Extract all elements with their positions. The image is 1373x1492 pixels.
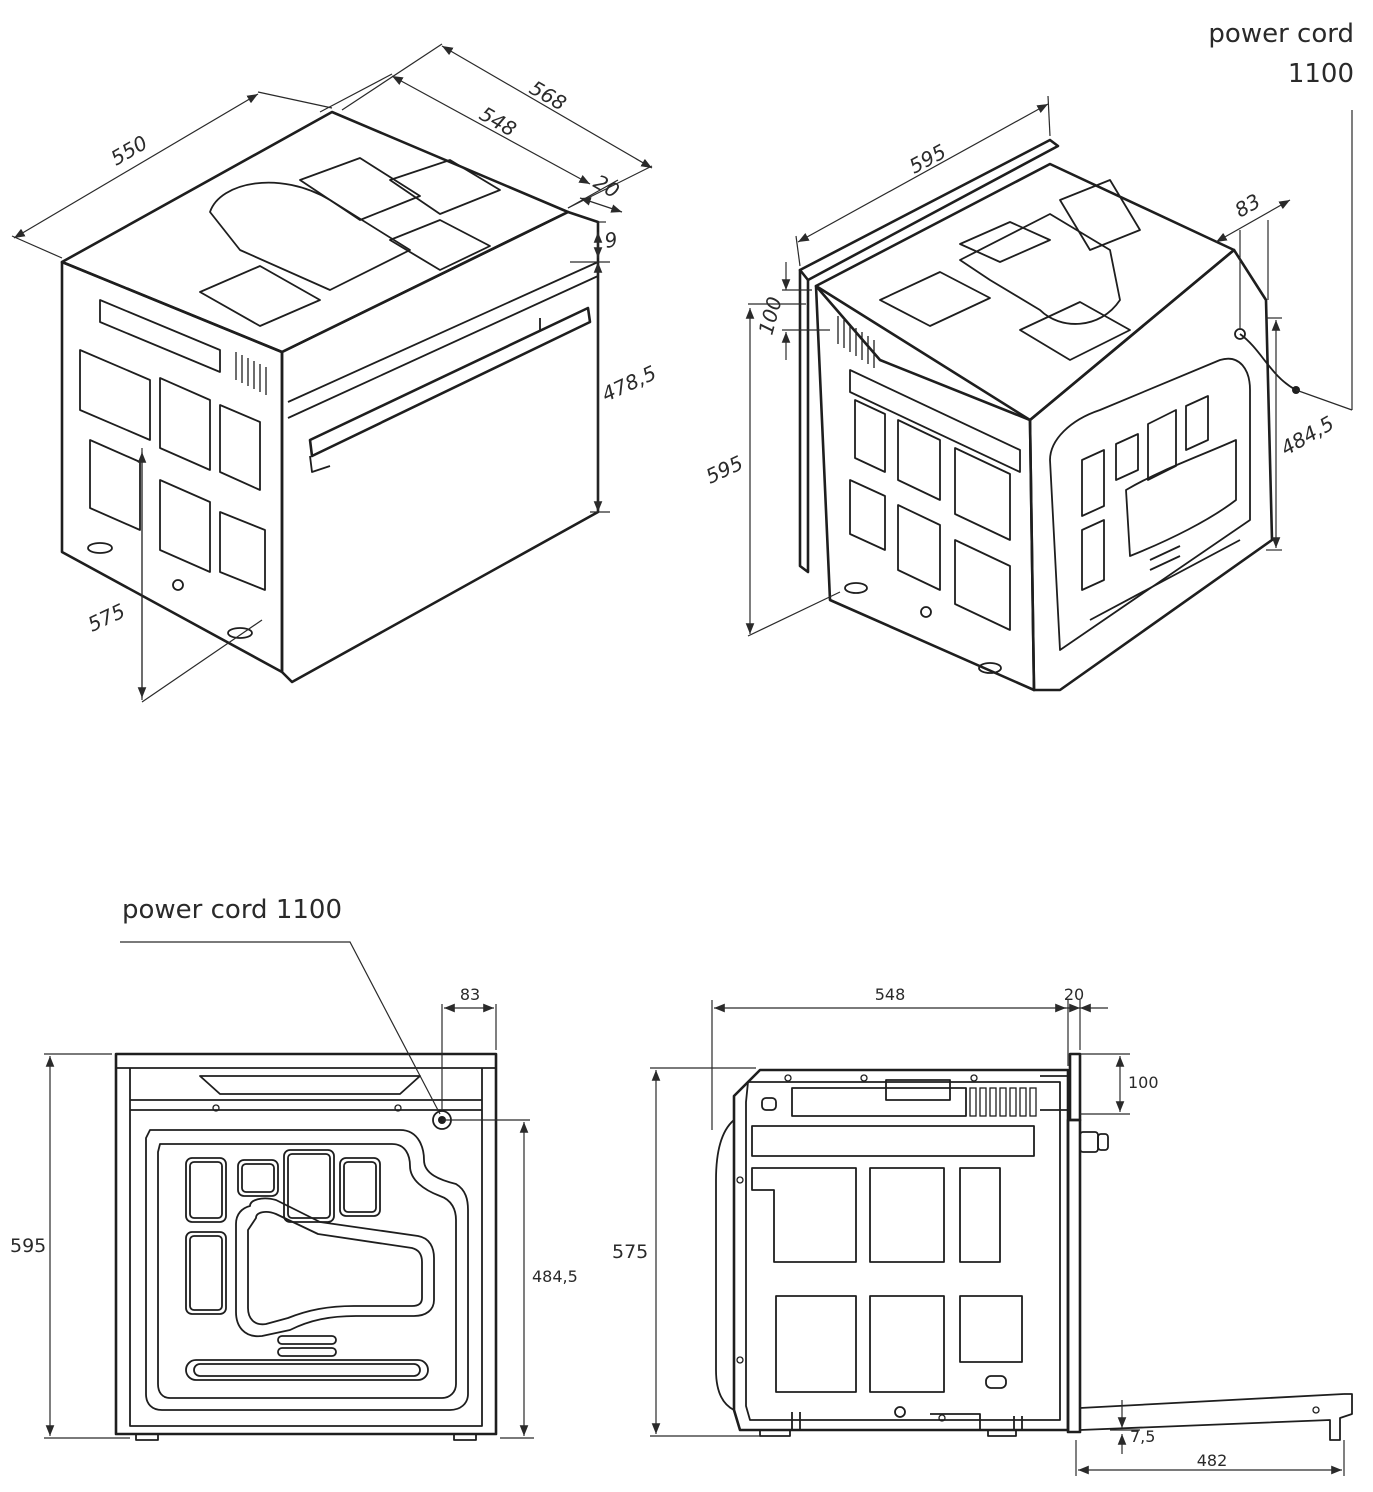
dim-484-5-iso: 484,5 <box>1277 411 1339 460</box>
front-iso-handle <box>308 306 592 458</box>
side-view: 548 20 100 575 7,5 482 <box>612 985 1353 1476</box>
dim-83-rear: 83 <box>460 985 480 1004</box>
dim-line-20 <box>579 197 623 213</box>
dim-595-width-iso: 595 <box>905 139 950 178</box>
power-cord <box>1239 333 1297 391</box>
side-view-door <box>1066 1118 1082 1434</box>
dim-550: 550 <box>107 130 152 170</box>
rear-view-outline <box>114 1052 498 1436</box>
rear-iso-top <box>814 162 1236 422</box>
dim-575-side: 575 <box>612 1241 648 1263</box>
dim-100-side: 100 <box>1128 1073 1159 1092</box>
dim-548: 548 <box>476 102 521 142</box>
power-cord-title: power cord <box>1208 19 1354 49</box>
dim-9: 9 <box>603 227 620 253</box>
dim-595-height-iso: 595 <box>702 451 747 489</box>
rear-iso-side <box>814 284 1036 692</box>
dim-line-83-iso <box>1215 199 1291 243</box>
power-cord-leader <box>120 941 441 1115</box>
dim-568: 568 <box>526 76 571 116</box>
dim-548-side: 548 <box>875 985 906 1004</box>
dim-482-side: 482 <box>1197 1451 1228 1470</box>
dim-line-595-width <box>797 103 1049 243</box>
power-cord-label: power cord 1100 <box>122 895 342 925</box>
dim-484-5-rear: 484,5 <box>532 1267 578 1286</box>
power-cord-length: 1100 <box>1288 59 1354 89</box>
dim-line-548 <box>391 75 591 185</box>
dim-7-5-side: 7,5 <box>1130 1427 1155 1446</box>
dim-20-side: 20 <box>1064 985 1084 1004</box>
dim-575-front: 575 <box>84 599 129 637</box>
dim-595-rear: 595 <box>10 1235 46 1257</box>
front-isometric-view: 550 568 548 20 9 478,5 575 <box>11 43 660 703</box>
rear-view: power cord 1100 83 595 484,5 <box>10 895 578 1441</box>
side-view-outline <box>732 1068 1070 1432</box>
dim-20: 20 <box>590 170 624 204</box>
dim-100-iso: 100 <box>754 294 787 337</box>
dim-478-5: 478,5 <box>598 361 660 407</box>
dim-line-550 <box>13 93 259 239</box>
rear-isometric-view: power cord 1100 595 100 595 83 484,5 <box>702 19 1354 692</box>
